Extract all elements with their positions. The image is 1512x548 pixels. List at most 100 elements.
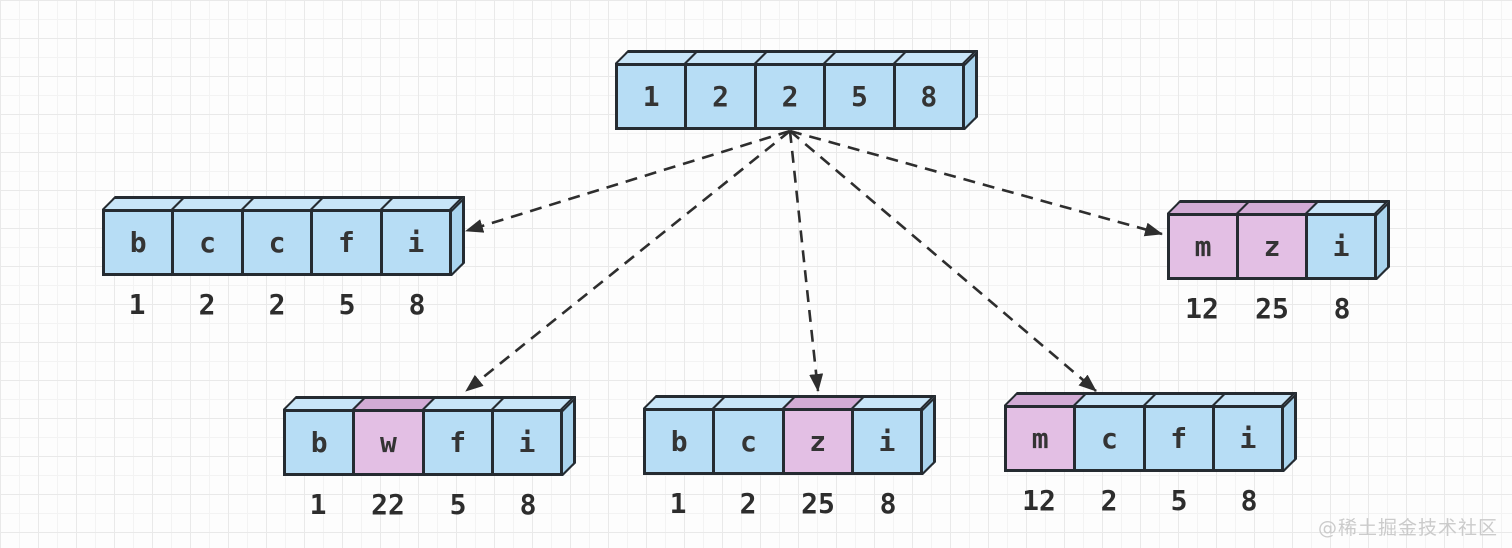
array-side-face	[1377, 200, 1390, 280]
index-labels-row: 12 25 8	[1167, 293, 1377, 325]
array-top-face	[615, 50, 978, 63]
cell-letter: 2	[781, 80, 799, 113]
cell-letter: f	[449, 426, 467, 459]
top-face-segment	[646, 398, 723, 408]
top-face-segment	[892, 53, 973, 63]
array-cell: 1	[618, 66, 685, 127]
array-cell: 8	[892, 66, 963, 127]
cell-index-label: 1	[669, 487, 687, 520]
array-side-face	[923, 395, 936, 475]
top-face-segment	[1305, 203, 1384, 213]
cell-letter: 1	[642, 80, 660, 113]
cell-index-label: 8	[879, 487, 897, 520]
top-face-segment	[684, 53, 764, 63]
array-top-face	[283, 396, 576, 409]
array-top-face	[1167, 200, 1390, 213]
cell-index-label: 8	[519, 488, 537, 521]
cell-letter: z	[1263, 230, 1281, 263]
cell-index-label: 5	[449, 488, 467, 521]
array-cell: 5	[823, 66, 893, 127]
cell-index-label: 25	[1255, 292, 1289, 325]
array-cell: i	[490, 412, 560, 473]
top-face-segment	[823, 53, 903, 63]
cell-letter: i	[407, 226, 425, 259]
cell-index-label: 2	[739, 487, 757, 520]
cell-index-label: 1	[128, 288, 146, 321]
cell-index-label: 2	[268, 288, 286, 321]
array-cell: b	[286, 412, 353, 473]
cell-letter: b	[670, 425, 688, 458]
cell-index-label: 8	[1333, 292, 1351, 325]
cell-index-label: 8	[408, 288, 426, 321]
array-root: 1 2 2 5 8	[615, 50, 978, 130]
cell-letter: 5	[850, 80, 868, 113]
top-face-segment	[379, 199, 460, 209]
top-face-segment	[352, 399, 432, 409]
cell-index-label: 12	[1185, 292, 1219, 325]
cell-letter: f	[337, 226, 355, 259]
top-face-segment	[286, 399, 363, 409]
cell-letter: z	[809, 425, 827, 458]
watermark: @稀土掘金技术社区	[1317, 517, 1498, 539]
cell-letter: i	[1332, 230, 1350, 263]
cell-letter: 2	[712, 80, 730, 113]
array-top-face	[1004, 392, 1297, 405]
top-face-segment	[712, 398, 792, 408]
cell-letter: c	[1100, 422, 1118, 455]
dashed-arrow	[465, 129, 791, 393]
top-face-segment	[753, 53, 834, 63]
array-cell: f	[421, 412, 491, 473]
top-face-segment	[1073, 395, 1153, 405]
cell-index-label: 5	[1170, 484, 1188, 517]
top-face-segment	[850, 398, 930, 408]
cell-index-label: 2	[1100, 484, 1118, 517]
top-face-segment	[105, 199, 182, 209]
array-cell: 2	[684, 66, 754, 127]
array-cell: i	[379, 212, 450, 273]
array-cell: m	[1007, 408, 1074, 469]
top-face-segment	[1007, 395, 1084, 405]
cell-letter: 8	[920, 80, 938, 113]
array-box: 1 2 2 5 8	[615, 50, 978, 130]
top-face-segment	[1236, 203, 1315, 213]
top-face-segment	[781, 398, 861, 408]
dashed-arrow	[789, 130, 1097, 392]
array-cell: f	[310, 212, 380, 273]
cell-index-label: 8	[1240, 484, 1258, 517]
array-cell: i	[1305, 216, 1374, 277]
cell-letter: w	[379, 426, 397, 459]
cell-letter: i	[518, 426, 536, 459]
cell-letter: i	[1239, 422, 1257, 455]
top-face-segment	[1142, 395, 1222, 405]
array-cell: w	[352, 412, 422, 473]
top-face-segment	[618, 53, 695, 63]
dashed-arrow	[789, 129, 1163, 237]
array-cell: z	[1236, 216, 1305, 277]
array-cell: c	[712, 411, 782, 472]
top-face-segment	[421, 399, 501, 409]
top-face-segment	[310, 199, 390, 209]
cell-letter: c	[268, 226, 286, 259]
cell-index-label: 22	[371, 488, 405, 521]
top-face-segment	[1170, 203, 1246, 213]
array-cell: i	[1211, 408, 1281, 469]
dashed-arrow	[788, 130, 824, 392]
array-side-face	[452, 196, 465, 276]
top-face-segment	[240, 199, 321, 209]
